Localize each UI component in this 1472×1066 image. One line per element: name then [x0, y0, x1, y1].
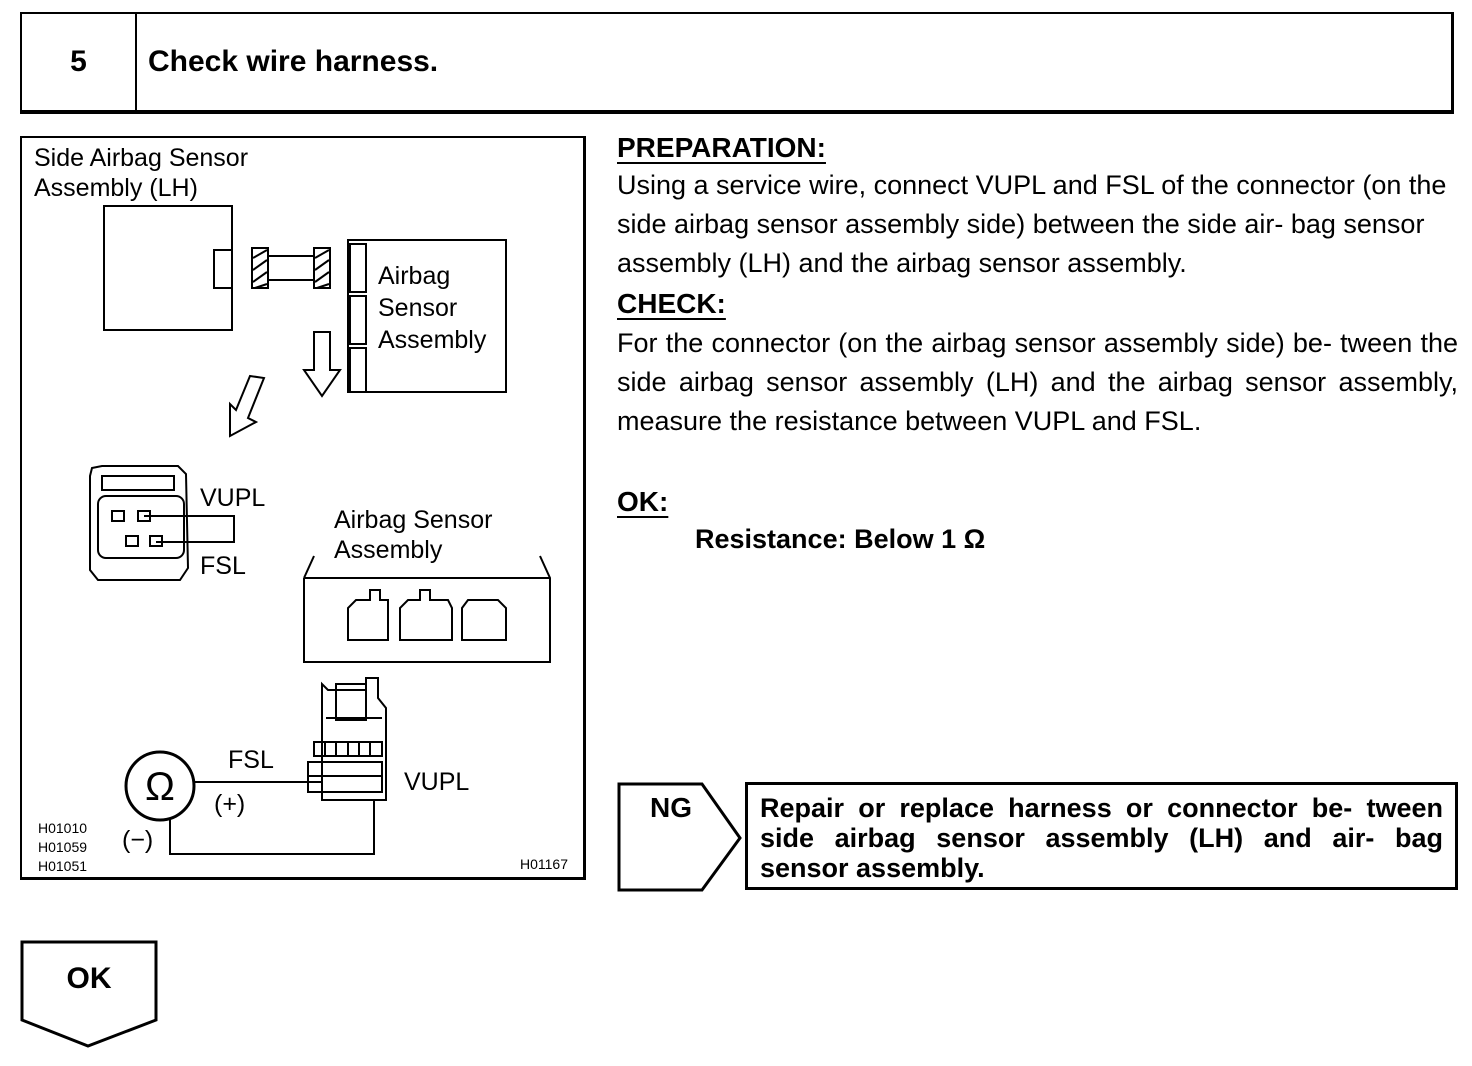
ok-label: OK — [66, 962, 112, 995]
ohmmeter — [124, 750, 196, 822]
label-airbag-assembly-line2: Assembly — [334, 536, 443, 564]
label-airbag-unit-line3: Assembly — [378, 326, 487, 354]
arrow-down-icon — [302, 331, 342, 398]
step-header: 5 Check wire harness. — [20, 12, 1454, 114]
label-airbag-unit-line2: Sensor — [378, 294, 457, 322]
check-text: For the connector (on the airbag sensor … — [617, 328, 1458, 436]
ok-heading: OK: — [617, 486, 669, 517]
arrow-diagonal-icon — [229, 374, 266, 438]
label-airbag-unit-line1: Airbag — [378, 262, 450, 290]
figure-code-3: H01051 — [38, 858, 87, 874]
preparation-heading: PREPARATION: — [617, 132, 826, 163]
label-side-sensor-line1: Side Airbag Sensor — [34, 144, 248, 172]
label-minus: (−) — [122, 826, 153, 854]
airbag-unit-box — [347, 239, 507, 393]
check-heading: CHECK: — [617, 288, 726, 319]
wiring-diagram: Side Airbag Sensor Assembly (LH) Airbag … — [34, 144, 568, 874]
label-vupl-connector: VUPL — [200, 484, 265, 512]
service-wire — [144, 515, 235, 543]
label-airbag-assembly-line1: Airbag Sensor — [334, 506, 492, 534]
preparation-text: Using a service wire, connect VUPL and F… — [617, 170, 1447, 278]
step-title: Check wire harness. — [148, 45, 439, 78]
step-number: 5 — [22, 14, 137, 110]
side-sensor-box — [103, 205, 233, 331]
label-side-sensor-line2: Assembly (LH) — [34, 174, 198, 202]
label-fsl-connector: FSL — [200, 552, 246, 580]
ok-spec: Resistance: Below 1 Ω — [695, 524, 986, 554]
ohm-icon: Ω — [145, 765, 175, 809]
plug-right — [313, 247, 331, 289]
side-sensor-port — [213, 249, 233, 289]
ok-arrow — [20, 940, 158, 1048]
label-fsl-meter: FSL — [228, 746, 274, 774]
label-plus: (+) — [214, 790, 245, 818]
side-connector-body — [89, 465, 190, 581]
plug-left — [251, 247, 269, 289]
label-vupl-meter: VUPL — [404, 768, 469, 796]
lead-vupl — [169, 800, 375, 855]
ng-arrow — [617, 782, 742, 892]
figure-code-1: H01010 — [38, 820, 87, 836]
ng-action-box: Repair or replace harness or connector b… — [745, 782, 1458, 890]
ng-label: NG — [650, 792, 692, 823]
wiring-figure: Side Airbag Sensor Assembly (LH) Airbag … — [20, 136, 586, 880]
meter-connector-body — [321, 677, 387, 801]
figure-code-2: H01059 — [38, 839, 87, 855]
figure-code-right: H01167 — [520, 856, 568, 872]
